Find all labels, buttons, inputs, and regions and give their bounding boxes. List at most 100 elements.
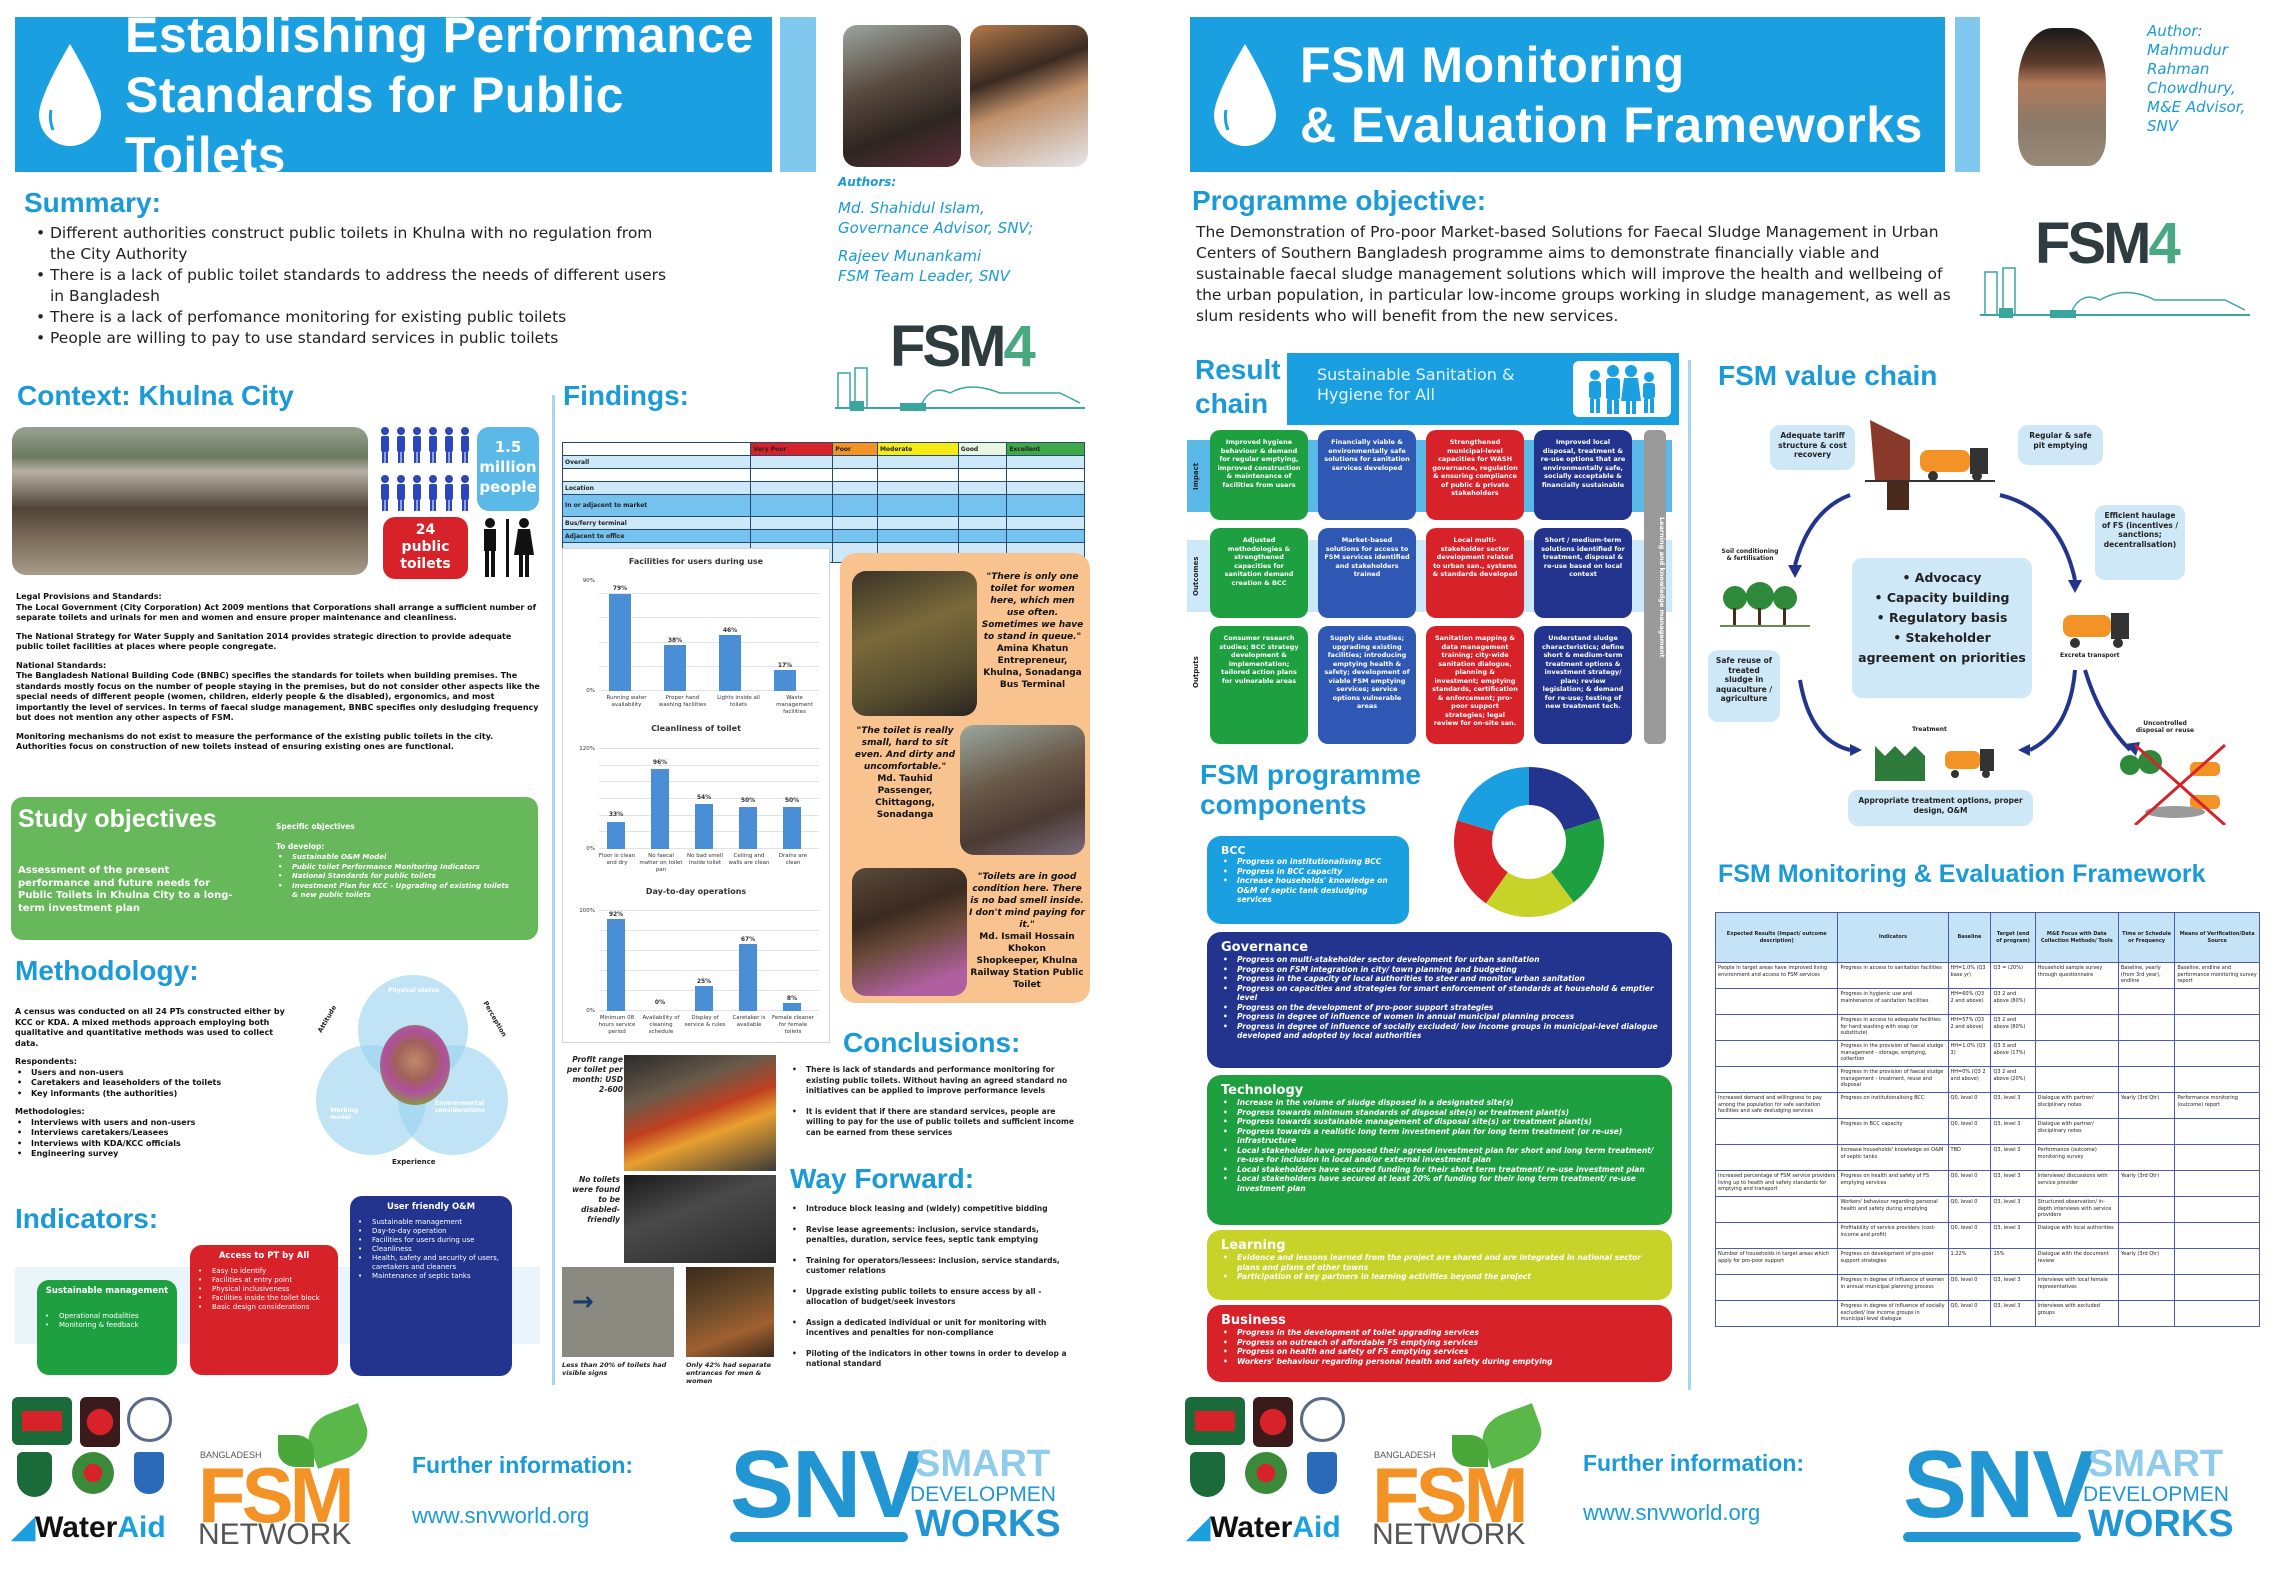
wateraid-logo-right: ◢WaterAid bbox=[1187, 1511, 1341, 1544]
author-photo-right bbox=[2018, 28, 2106, 166]
component-business: Business Progress in the development of … bbox=[1207, 1305, 1672, 1382]
population-badge: 1.5 million people bbox=[477, 427, 539, 511]
website-link[interactable]: www.snvworld.org bbox=[412, 1503, 590, 1528]
programme-objective-text: The Demonstration of Pro-poor Market-bas… bbox=[1196, 223, 1951, 325]
toilet-truck-icon bbox=[1865, 420, 1995, 510]
indicators-heading: Indicators: bbox=[15, 1203, 159, 1234]
summary-item: There is a lack of perfomance monitoring… bbox=[34, 307, 674, 328]
seal-icon bbox=[1253, 1397, 1293, 1447]
water-drop-icon bbox=[1214, 43, 1276, 146]
author-photo-2 bbox=[970, 25, 1088, 167]
right-title: FSM Monitoring & Evaluation Frameworks bbox=[1300, 36, 1923, 153]
author-photo-1 bbox=[843, 25, 961, 167]
leaf-icon bbox=[278, 1435, 314, 1467]
left-title: Establishing Performance Standards for P… bbox=[125, 6, 754, 183]
caption-entrances: Only 42% had separate entrances for men … bbox=[686, 1361, 772, 1385]
quote-1: "There is only one toilet for women here… bbox=[981, 572, 1084, 690]
table-row: Progress in degree of influence of socia… bbox=[1715, 1300, 2260, 1327]
further-info-label: Further information: bbox=[412, 1452, 634, 1478]
caption-disabled: No toilets were found to be disabled-fri… bbox=[572, 1175, 620, 1224]
quotes-box: "There is only one toilet for women here… bbox=[840, 553, 1090, 1003]
context-text: Legal Provisions and Standards: The Loca… bbox=[16, 592, 540, 751]
left-accent-bar bbox=[780, 17, 816, 172]
value-chain-center: • Advocacy • Capacity building • Regulat… bbox=[1852, 558, 2032, 698]
seal-icon bbox=[80, 1397, 120, 1447]
population-people-icon bbox=[381, 427, 469, 511]
methodology-text: A census was conducted on all 24 PTs con… bbox=[15, 1007, 295, 1160]
components-heading: FSM programme components bbox=[1200, 759, 1421, 820]
right-column-divider bbox=[1688, 360, 1691, 1390]
fsm4-logo: FSM4 bbox=[830, 314, 1090, 415]
quote-3: "Toilets are in good condition here. The… bbox=[969, 872, 1085, 990]
summary-list: Different authorities construct public t… bbox=[34, 223, 674, 349]
table-row: Profitability of service providers (cost… bbox=[1715, 1222, 2260, 1249]
city-skyline-icon bbox=[835, 367, 1085, 411]
toilets-badge: 24 public toilets bbox=[383, 517, 468, 579]
fsm-network-logo-right: BANGLADESH FSM NETWORK bbox=[1372, 1403, 1552, 1550]
people-icons bbox=[378, 425, 478, 525]
table-row: Progress in the provision of faecal slud… bbox=[1715, 1066, 2260, 1093]
table-row: Workers' behaviour regarding personal he… bbox=[1715, 1196, 2260, 1223]
caption-signs: Less than 20% of toilets had visible sig… bbox=[562, 1361, 667, 1377]
seal-icon bbox=[1300, 1397, 1345, 1442]
seal-icon bbox=[17, 1452, 52, 1497]
findings-table: Very Poor Poor Moderate Good Excellent O… bbox=[561, 442, 1085, 563]
chart-day-to-day: 0% 100% 92% 0% 25% 67% 8% bbox=[579, 908, 819, 1014]
table-row: Progress in degree of influence of women… bbox=[1715, 1274, 2260, 1301]
component-learning: Learning Evidence and lessons learned fr… bbox=[1207, 1230, 1672, 1300]
cycle-arrows-icon bbox=[1788, 493, 2140, 756]
seal-icon bbox=[134, 1452, 164, 1494]
quote-photo-1 bbox=[852, 571, 977, 716]
value-chain-diagram: Adequate tariff structure & cost recover… bbox=[1700, 400, 2280, 830]
summary-heading: Summary: bbox=[24, 187, 161, 218]
result-chain-banner: Sustainable Sanitation & Hygiene for All bbox=[1287, 353, 1679, 425]
table-row: Increased percentage of FSM service prov… bbox=[1715, 1170, 2260, 1197]
caption-profit: Profit range per toilet per month: USD 2… bbox=[566, 1055, 623, 1094]
me-table: Expected Results (Impact/ outcome descri… bbox=[1715, 912, 2260, 1327]
treatment-plant-icon bbox=[1875, 746, 1994, 781]
puzzle-ring-icon bbox=[1454, 767, 1604, 917]
left-authors: Authors: Md. Shahidul Islam, Governance … bbox=[838, 175, 1034, 285]
toilet-gender-icon bbox=[484, 518, 534, 577]
ferry-photo bbox=[12, 427, 368, 575]
trees-icon bbox=[1720, 582, 1810, 627]
snv-logo-right: SNV SMART DEVELOPMEN WORKS bbox=[1903, 1431, 2234, 1545]
quote-photo-2 bbox=[960, 725, 1085, 855]
seal-icon bbox=[1307, 1452, 1337, 1494]
me-framework-table: Expected Results (Impact/ outcome descri… bbox=[1715, 912, 2260, 1412]
seal-icon bbox=[12, 1397, 72, 1445]
context-heading: Context: Khulna City bbox=[17, 380, 294, 411]
entrance-photo bbox=[686, 1267, 774, 1357]
conclusions-list: There is lack of standards and performan… bbox=[790, 1065, 1080, 1138]
water-drop-icon bbox=[39, 43, 101, 146]
study-objectives-box: Study objectives Assessment of the prese… bbox=[11, 797, 538, 940]
component-technology: Technology Increase in the volume of slu… bbox=[1207, 1075, 1672, 1225]
conclusions-heading: Conclusions: bbox=[843, 1027, 1021, 1058]
chart-cleanliness: 0% 120% 33% 96% 54% 50% 50% bbox=[579, 746, 819, 852]
venn-diagram: Physical status Working model Environmen… bbox=[300, 975, 530, 1170]
table-row: Increase households' knowledge on O&M of… bbox=[1715, 1144, 2260, 1171]
woman-photo bbox=[380, 1025, 450, 1105]
leaf-icon bbox=[1452, 1435, 1488, 1467]
right-author: Author: Mahmudur Rahman Chowdhury, M&E A… bbox=[2147, 22, 2246, 135]
seal-icon bbox=[72, 1452, 114, 1494]
snv-logo: SNV SMART DEVELOPMEN WORKS bbox=[730, 1431, 1061, 1545]
wateraid-logo: ◢WaterAid bbox=[12, 1511, 166, 1544]
component-bcc: BCC Progress on institutionalising BCC P… bbox=[1207, 836, 1409, 924]
specific-objectives-list: Sustainable O&M Model Public toilet Perf… bbox=[276, 853, 516, 901]
seal-icon bbox=[1190, 1452, 1225, 1497]
website-link-right[interactable]: www.snvworld.org bbox=[1583, 1500, 1761, 1525]
toilet-photo bbox=[624, 1175, 776, 1263]
chart-facilities: 0% 90% 79% 38% 46% 17% bbox=[583, 578, 819, 694]
table-row: Number of households in target areas whi… bbox=[1715, 1248, 2260, 1275]
indicator-card-sustainable: Sustainable management Operational modal… bbox=[37, 1280, 177, 1375]
methodology-heading: Methodology: bbox=[15, 955, 199, 986]
transport-truck-icon bbox=[2063, 613, 2129, 648]
quote-photo-3 bbox=[852, 868, 967, 996]
caretaker-photo bbox=[624, 1055, 776, 1171]
partner-seals bbox=[12, 1397, 172, 1497]
table-row: Progress in the provision of faecal slud… bbox=[1715, 1040, 2260, 1067]
sign-photo: → bbox=[562, 1267, 674, 1357]
partner-seals-right bbox=[1185, 1397, 1345, 1497]
